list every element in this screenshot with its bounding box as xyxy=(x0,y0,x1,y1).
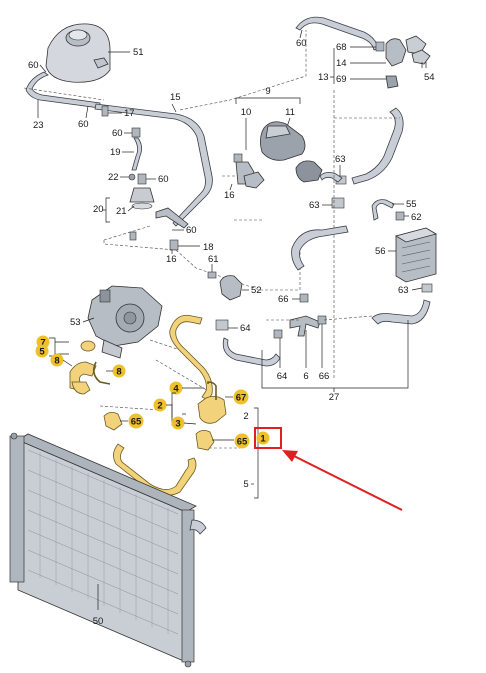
badge-8-a: 8 xyxy=(50,353,64,367)
label-53: 53 xyxy=(70,317,81,328)
badge-5-left: 5 xyxy=(35,344,49,358)
label-16b: 16 xyxy=(224,190,235,201)
label-63c: 63 xyxy=(398,285,409,296)
radiator xyxy=(9,432,207,668)
label-68: 68 xyxy=(336,42,347,53)
label-10: 10 xyxy=(241,107,252,118)
label-56: 56 xyxy=(375,246,386,257)
label-52: 52 xyxy=(251,285,262,296)
label-63b: 63 xyxy=(309,200,320,211)
callout-arrow xyxy=(282,450,403,511)
coolant-cooler xyxy=(394,227,438,283)
badge-65-left: 65 xyxy=(128,413,144,429)
label-55: 55 xyxy=(406,199,417,210)
label-60f: 60 xyxy=(296,38,307,49)
badge-4: 4 xyxy=(169,381,183,395)
label-22: 22 xyxy=(108,172,119,183)
label-64b: 64 xyxy=(277,371,288,382)
label-18: 18 xyxy=(203,242,214,253)
label-60b: 60 xyxy=(78,119,89,130)
svg-text:67: 67 xyxy=(236,393,247,404)
badge-2: 2 xyxy=(153,398,167,412)
svg-text:65: 65 xyxy=(131,417,142,428)
label-60d: 60 xyxy=(158,174,169,185)
label-19: 19 xyxy=(110,147,121,158)
label-23: 23 xyxy=(33,120,44,131)
label-62: 62 xyxy=(411,212,422,223)
label-2-right: 2 xyxy=(243,411,248,422)
svg-text:1: 1 xyxy=(260,434,266,445)
label-15: 15 xyxy=(170,92,181,103)
svg-text:3: 3 xyxy=(175,419,180,430)
coolant-pump-housing xyxy=(87,285,163,359)
label-13: 13 xyxy=(318,72,329,83)
label-64a: 64 xyxy=(240,323,251,334)
label-60c: 60 xyxy=(112,128,123,139)
badge-67: 67 xyxy=(233,389,249,405)
svg-text:2: 2 xyxy=(157,401,162,412)
label-17: 17 xyxy=(124,108,135,119)
badge-1: 1 xyxy=(256,431,270,445)
svg-text:5: 5 xyxy=(39,347,45,358)
label-50: 50 xyxy=(93,616,104,627)
expansion-tank xyxy=(45,23,111,83)
label-51: 51 xyxy=(133,47,144,58)
label-69: 69 xyxy=(336,74,347,85)
label-66a: 66 xyxy=(278,294,289,305)
label-16a: 16 xyxy=(166,254,177,265)
svg-text:8: 8 xyxy=(116,367,121,378)
label-9: 9 xyxy=(265,86,270,97)
badge-3: 3 xyxy=(171,416,185,430)
label-14: 14 xyxy=(336,58,347,69)
label-60a: 60 xyxy=(28,60,39,71)
label-60e: 60 xyxy=(186,225,197,236)
svg-text:4: 4 xyxy=(173,384,179,395)
svg-text:7: 7 xyxy=(40,338,45,349)
electric-pump xyxy=(235,121,323,189)
badge-65-right: 65 xyxy=(234,433,250,449)
svg-text:65: 65 xyxy=(237,437,248,448)
label-63a: 63 xyxy=(335,154,346,165)
label-61: 61 xyxy=(208,254,219,265)
label-21: 21 xyxy=(116,206,127,217)
label-11: 11 xyxy=(285,107,295,118)
callout-box xyxy=(254,427,282,449)
label-66b: 66 xyxy=(319,371,330,382)
svg-text:8: 8 xyxy=(54,356,59,367)
label-6: 6 xyxy=(303,371,308,382)
label-54: 54 xyxy=(424,72,435,83)
label-27: 27 xyxy=(329,392,340,403)
label-20: 20 xyxy=(93,204,104,215)
label-5-right: 5 xyxy=(243,479,248,490)
badge-8-b: 8 xyxy=(112,364,126,378)
